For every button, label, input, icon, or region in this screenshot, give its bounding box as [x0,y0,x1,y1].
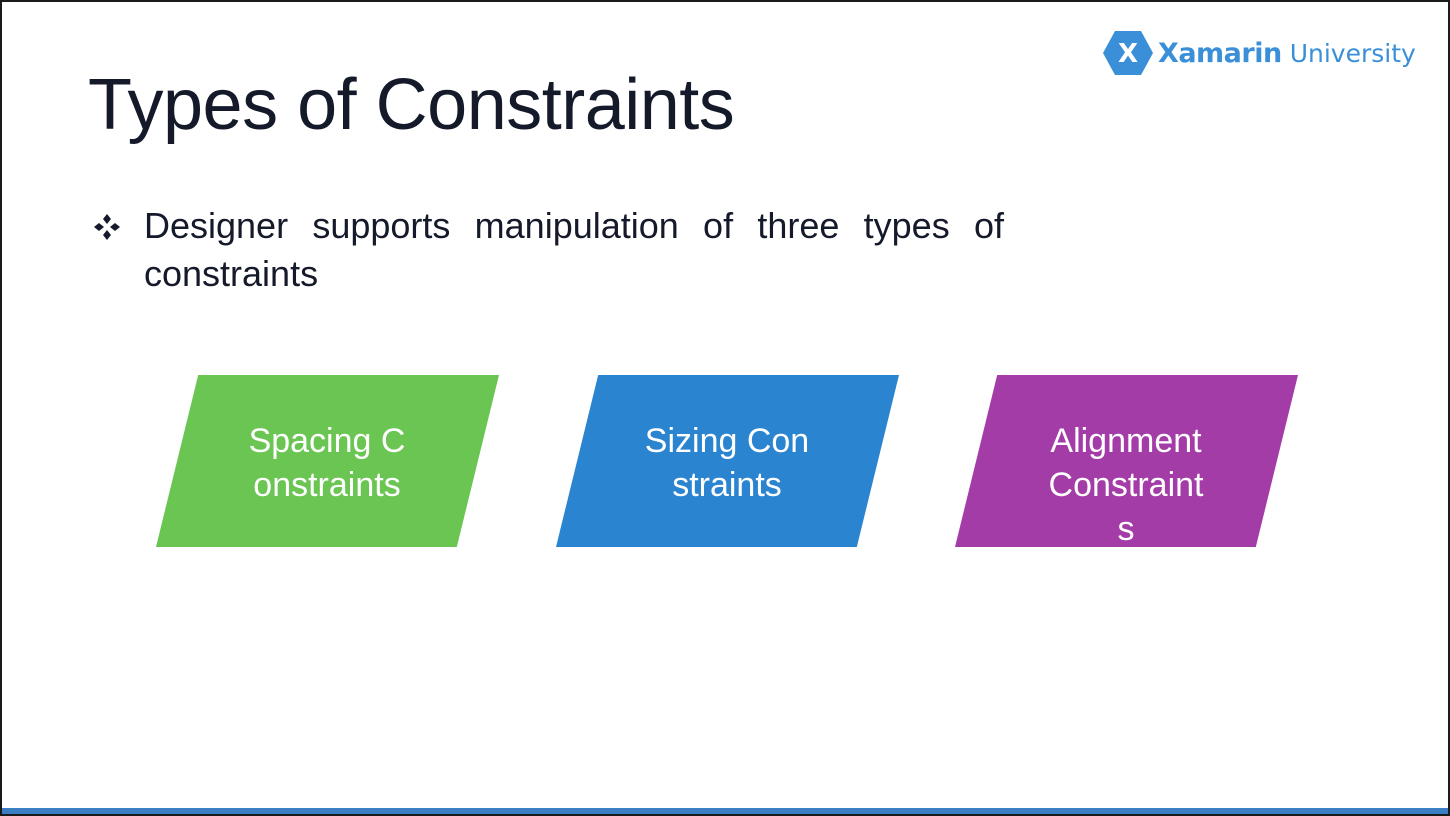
slide-title: Types of Constraints [88,65,735,145]
bullet-text: Designer supports manipulation of three … [144,205,1004,294]
logo-brand: Xamarin [1158,37,1282,69]
alignment-constraints-label: Alignment Constraints [1048,422,1204,548]
logo-mark: X [1118,39,1138,69]
spacing-constraints-shape: Spacing Constraints [156,375,499,547]
diamond-bullet-icon [94,214,120,240]
bullet-item: Designer supports manipulation of three … [92,202,1012,298]
xamarin-logo-icon: X [1103,31,1153,75]
sizing-constraints-label: Sizing Constraints [644,422,810,504]
alignment-constraints-shape: Alignment Constraints [955,375,1298,547]
spacing-constraints-label: Spacing Constraints [248,422,406,504]
sizing-constraints-shape: Sizing Constraints [556,375,899,547]
logo-sub: University [1289,38,1416,68]
xamarin-university-logo: X Xamarin University [1102,27,1416,79]
bottom-accent-bar [2,808,1448,814]
